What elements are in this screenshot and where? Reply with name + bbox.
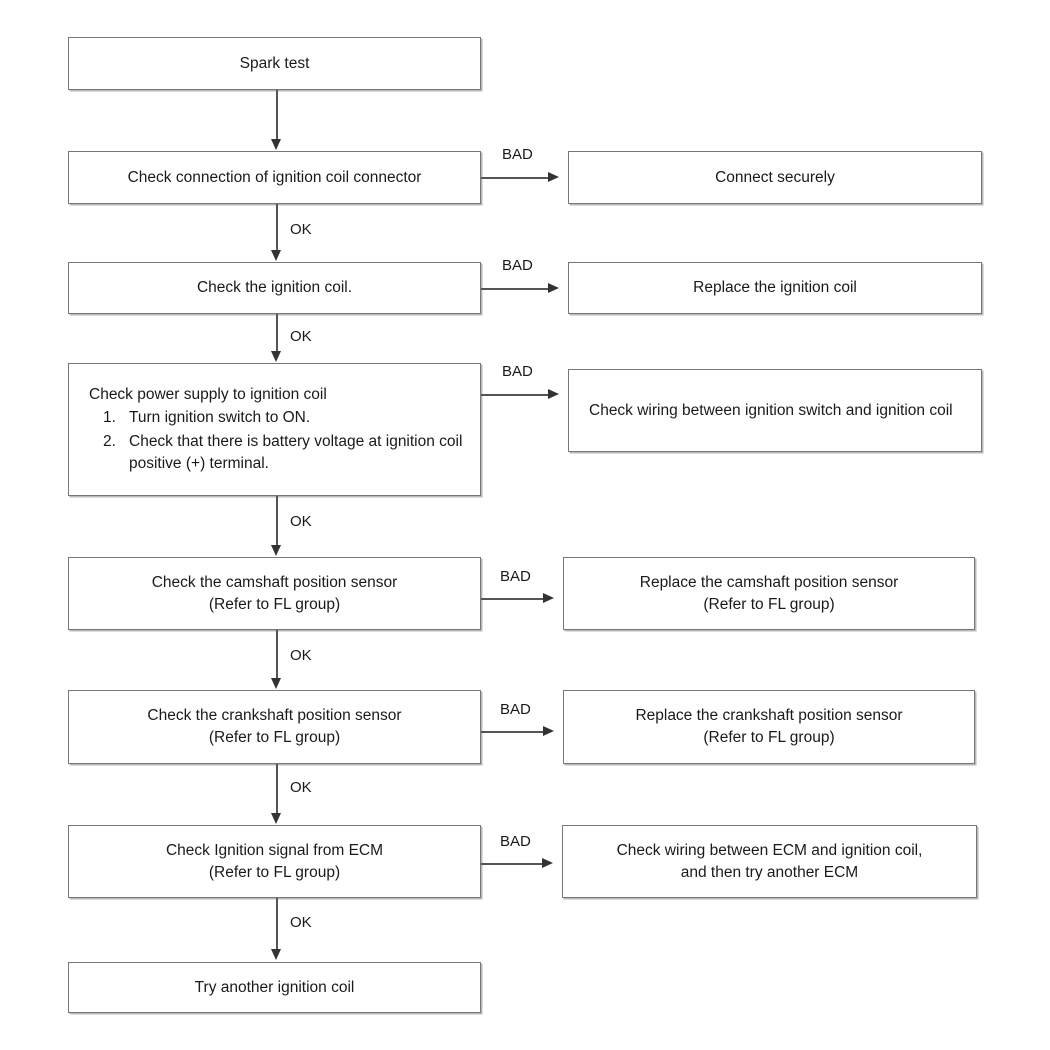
edge-label-ok-6: OK — [290, 914, 312, 931]
arrowhead-bad-crankshaft — [543, 726, 554, 737]
node-check-ecm-signal-label: Check Ignition signal from ECM (Refer to… — [165, 841, 384, 881]
arrowhead-bad-camshaft — [543, 593, 554, 604]
edge-coil-to-power — [276, 314, 278, 352]
edge-label-ok-2: OK — [290, 328, 312, 345]
edge-label-ok-3: OK — [290, 513, 312, 530]
edge-power-to-camshaft — [276, 496, 278, 546]
edge-label-bad-4: BAD — [500, 568, 531, 585]
node-check-crankshaft-sensor-label: Check the crankshaft position sensor (Re… — [147, 707, 402, 746]
arrowhead-coil-to-power — [271, 351, 282, 362]
node-replace-crankshaft-sensor-label: Replace the crankshaft position sensor (… — [635, 707, 903, 746]
node-check-coil[interactable]: Check the ignition coil. — [68, 262, 481, 314]
edge-label-bad-2: BAD — [502, 257, 533, 274]
edge-bad-coil — [481, 288, 549, 290]
arrowhead-crankshaft-to-ecm — [271, 813, 282, 824]
edge-bad-camshaft — [481, 598, 544, 600]
arrowhead-ecm-to-try-coil — [271, 949, 282, 960]
edge-bad-crankshaft — [481, 731, 544, 733]
power-supply-steps: Turn ignition switch to ON. Check that t… — [89, 407, 480, 475]
arrowhead-connector-to-coil — [271, 250, 282, 261]
node-replace-coil[interactable]: Replace the ignition coil — [568, 262, 982, 314]
edge-camshaft-to-crankshaft — [276, 630, 278, 679]
node-check-connector-label: Check connection of ignition coil connec… — [127, 168, 422, 186]
arrowhead-start-to-connector — [271, 139, 282, 150]
node-check-connector[interactable]: Check connection of ignition coil connec… — [68, 151, 481, 204]
node-try-another-coil-label: Try another ignition coil — [194, 978, 355, 996]
arrowhead-power-to-camshaft — [271, 545, 282, 556]
edge-label-bad-5: BAD — [500, 701, 531, 718]
edge-label-bad-3: BAD — [502, 363, 533, 380]
arrowhead-bad-connector — [548, 172, 559, 183]
node-connect-securely[interactable]: Connect securely — [568, 151, 982, 204]
node-check-wiring-ecm[interactable]: Check wiring between ECM and ignition co… — [562, 825, 977, 898]
node-replace-camshaft-sensor-label: Replace the camshaft position sensor (Re… — [639, 573, 899, 613]
power-supply-step-2: Check that there is battery voltage at i… — [103, 431, 463, 472]
node-check-crankshaft-sensor[interactable]: Check the crankshaft position sensor (Re… — [68, 690, 481, 764]
arrowhead-bad-coil — [548, 283, 559, 294]
edge-label-bad-1: BAD — [502, 146, 533, 163]
node-replace-crankshaft-sensor[interactable]: Replace the crankshaft position sensor (… — [563, 690, 975, 764]
power-supply-step-1: Turn ignition switch to ON. — [103, 407, 311, 430]
arrowhead-bad-ecm — [542, 858, 553, 869]
power-supply-heading: Check power supply to ignition coil — [89, 385, 327, 403]
node-check-wiring-ignition-switch-label: Check wiring between ignition switch and… — [589, 401, 953, 419]
edge-label-ok-5: OK — [290, 779, 312, 796]
power-supply-content: Check power supply to ignition coil Turn… — [69, 384, 480, 475]
arrowhead-camshaft-to-crankshaft — [271, 678, 282, 689]
edge-start-to-connector — [276, 90, 278, 140]
edge-label-ok-1: OK — [290, 221, 312, 238]
node-spark-test-label: Spark test — [239, 54, 310, 72]
arrowhead-bad-power — [548, 389, 559, 400]
edge-bad-connector — [481, 177, 549, 179]
node-check-camshaft-sensor-label: Check the camshaft position sensor (Refe… — [151, 573, 398, 613]
node-check-coil-label: Check the ignition coil. — [196, 279, 353, 296]
node-connect-securely-label: Connect securely — [715, 168, 835, 186]
node-replace-camshaft-sensor[interactable]: Replace the camshaft position sensor (Re… — [563, 557, 975, 630]
edge-label-bad-6: BAD — [500, 833, 531, 850]
node-spark-test[interactable]: Spark test — [68, 37, 481, 90]
edge-label-ok-4: OK — [290, 647, 312, 664]
node-check-camshaft-sensor[interactable]: Check the camshaft position sensor (Refe… — [68, 557, 481, 630]
edge-ecm-to-try-coil — [276, 898, 278, 950]
node-check-power-supply[interactable]: Check power supply to ignition coil Turn… — [68, 363, 481, 496]
node-check-wiring-ecm-label: Check wiring between ECM and ignition co… — [616, 841, 923, 881]
edge-crankshaft-to-ecm — [276, 764, 278, 814]
node-check-ecm-signal[interactable]: Check Ignition signal from ECM (Refer to… — [68, 825, 481, 898]
edge-bad-power — [481, 394, 549, 396]
node-check-wiring-ignition-switch[interactable]: Check wiring between ignition switch and… — [568, 369, 982, 452]
node-try-another-coil[interactable]: Try another ignition coil — [68, 962, 481, 1013]
edge-bad-ecm — [481, 863, 543, 865]
edge-connector-to-coil — [276, 204, 278, 251]
node-replace-coil-label: Replace the ignition coil — [693, 279, 857, 296]
